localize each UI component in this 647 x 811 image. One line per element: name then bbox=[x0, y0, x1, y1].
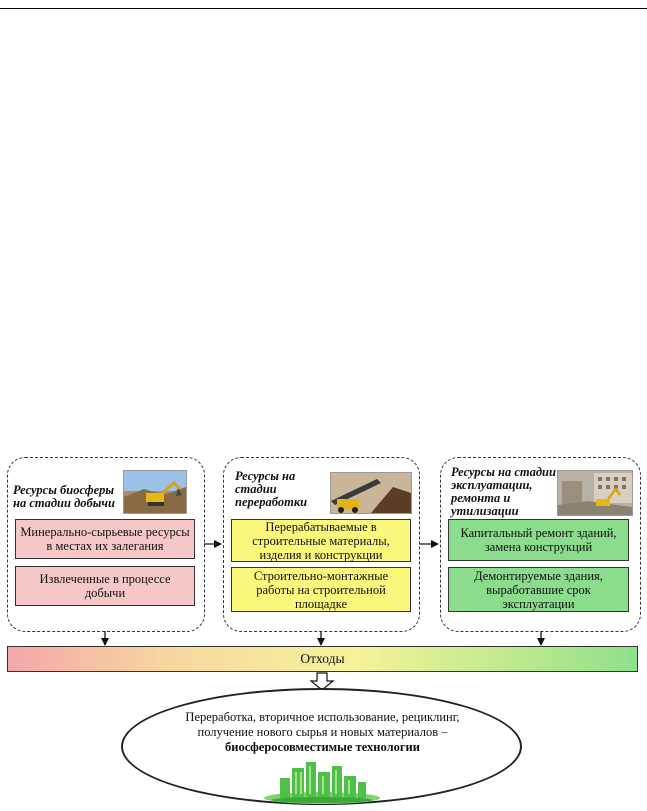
green-city-icon bbox=[262, 758, 382, 804]
stage-processing-title: Ресурсы на стадии переработки bbox=[235, 469, 308, 509]
capital-repair-box: Капитальный ремонт зданий, замена констр… bbox=[448, 519, 629, 561]
excavator-quarry-photo bbox=[123, 470, 187, 514]
waste-bar: Отходы bbox=[7, 646, 638, 672]
outcome-bold: биосферосовместимые технологии bbox=[225, 740, 420, 754]
stage-operation-title: Ресурсы на стадии эксплуатации, ремонта … bbox=[451, 465, 556, 518]
processed-materials-box: Перерабатываемые в строительные материал… bbox=[231, 519, 411, 562]
crusher-conveyor-photo bbox=[330, 472, 412, 514]
top-rule bbox=[0, 8, 647, 9]
mineral-resources-box: Минерально-сырьевые ресурсы в местах их … bbox=[15, 519, 195, 559]
demolition-excavator-photo bbox=[557, 470, 633, 516]
extracted-resources-box: Извлеченные в процессе добычи bbox=[15, 566, 195, 606]
outcome-line2: получение нового сырья и новых материало… bbox=[197, 725, 448, 739]
outcome-line1: Переработка, вторичное использование, ре… bbox=[185, 710, 460, 724]
demolished-buildings-box: Демонтируемые здания, выработавшие срок … bbox=[448, 567, 629, 612]
stage-extraction-title: Ресурсы биосферы на стадии добычи bbox=[13, 483, 115, 510]
construction-works-box: Строительно-монтажные работы на строител… bbox=[231, 567, 411, 612]
hollow-arrow-waste-to-outcome bbox=[309, 672, 335, 691]
outcome-text: Переработка, вторичное использование, ре… bbox=[150, 710, 495, 755]
